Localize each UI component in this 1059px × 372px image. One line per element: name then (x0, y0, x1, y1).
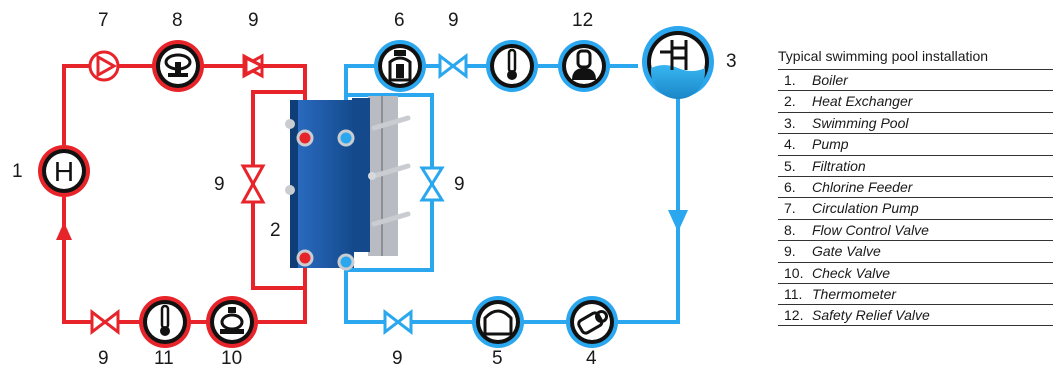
gate-valve-icon (438, 52, 468, 80)
circulation-pump-icon (88, 50, 120, 82)
legend-title: Typical swimming pool installation (778, 48, 989, 64)
legend-item-label: Filtration (812, 157, 866, 174)
legend-item-number: 12. (784, 307, 804, 324)
legend-item-label: Safety Relief Valve (812, 307, 930, 324)
pool-installation-diagram: H (12, 10, 737, 369)
hot-flow-arrow (56, 222, 72, 240)
legend-item-label: Circulation Pump (812, 200, 919, 217)
label-filtration: 5 (492, 348, 503, 369)
legend-list: 1. Boiler 2. Heat Exchanger 3. Swimming Poo… (778, 69, 1053, 326)
gate-valve-icon (90, 308, 120, 336)
check-valve-icon (206, 296, 258, 348)
legend-item: 11. Thermometer (778, 282, 1053, 304)
hx-hot-outlet (296, 249, 314, 267)
gate-valve-icon (383, 308, 413, 336)
legend-item-label: Heat Exchanger (812, 93, 913, 110)
legend-item-label: Pump (812, 136, 849, 153)
legend-item-label: Check Valve (812, 264, 891, 281)
label-chlorine-feeder: 6 (394, 10, 405, 31)
legend-item: 2. Heat Exchanger (778, 90, 1053, 111)
legend-item-number: 8. (784, 221, 796, 238)
safety-relief-valve-icon (558, 40, 610, 92)
legend-item: 3. Swimming Pool (778, 111, 1053, 133)
label-flow-control-valve: 8 (172, 10, 183, 31)
legend-item-number: 4. (784, 136, 796, 153)
label-heat-exchanger: 2 (270, 220, 281, 241)
legend-item-label: Swimming Pool (812, 114, 909, 131)
gate-valve-icon (240, 164, 266, 204)
gate-valve-icon (240, 53, 266, 79)
legend-item: 7. Circulation Pump (778, 197, 1053, 218)
label-safety-relief-valve: 12 (572, 10, 593, 31)
boiler-H-icon: H (38, 145, 90, 197)
gate-valve-icon (419, 166, 445, 202)
label-gate-valve-mid-red: 9 (214, 174, 225, 195)
hx-hot-inlet (296, 129, 314, 147)
legend-item: 12. Safety Relief Valve (778, 304, 1053, 326)
label-pump: 4 (586, 348, 597, 369)
thermometer-icon (139, 296, 191, 348)
label-gate-valve-mid-blue: 9 (454, 174, 465, 195)
legend-item: 1. Boiler (778, 69, 1053, 90)
legend-item-number: 10. (784, 264, 804, 281)
legend-item-number: 2. (784, 93, 796, 110)
label-boiler: 1 (12, 161, 23, 182)
label-gate-valve-top-red: 9 (248, 10, 259, 31)
legend-item-number: 1. (784, 72, 796, 88)
legend-item: 10. Check Valve (778, 261, 1053, 283)
legend-item-number: 6. (784, 178, 796, 195)
flow-control-valve-icon (152, 40, 204, 92)
legend-item-label: Gate Valve (812, 243, 881, 260)
legend-item-label: Thermometer (812, 285, 897, 302)
label-gate-valve-bottom-blue: 9 (392, 348, 403, 369)
legend-item-label: Flow Control Valve (812, 221, 929, 238)
swimming-pool-icon (642, 26, 714, 99)
legend-item-number: 11. (784, 285, 803, 302)
label-pool: 3 (726, 51, 737, 72)
hot-circuit-pipes (62, 64, 307, 324)
legend-item: 8. Flow Control Valve (778, 218, 1053, 240)
label-circulation-pump: 7 (98, 10, 109, 31)
legend-item: 5. Filtration (778, 154, 1053, 176)
legend-item-number: 7. (784, 200, 796, 217)
component-numbers: 1 2 3 4 5 6 7 8 9 9 9 9 9 9 11 10 12 (12, 10, 737, 369)
label-check-valve: 10 (221, 348, 242, 369)
legend-item: 6. Chlorine Feeder (778, 175, 1053, 197)
label-thermometer: 11 (154, 348, 174, 369)
legend-item: 4. Pump (778, 133, 1053, 154)
hx-cold-outlet (337, 129, 355, 147)
chlorine-feeder-icon (374, 40, 426, 92)
hot-pipe-bottom (62, 197, 307, 324)
svg-text:H: H (54, 156, 74, 187)
label-gate-valve-bottom-red: 9 (98, 348, 109, 369)
legend: Typical swimming pool installation 1. Boi… (778, 48, 1053, 326)
legend-item-label: Chlorine Feeder (812, 178, 913, 195)
legend-item-number: 5. (784, 157, 796, 174)
cold-flow-arrow (668, 210, 688, 232)
label-gate-valve-top-blue: 9 (448, 10, 459, 31)
thermometer-icon (486, 40, 538, 92)
legend-item-label: Boiler (812, 72, 848, 88)
legend-item-number: 9. (784, 243, 796, 260)
pump-icon (566, 296, 618, 348)
legend-item-number: 3. (784, 114, 796, 131)
filter-icon (472, 296, 524, 348)
heat-exchanger (285, 96, 411, 271)
legend-item: 9. Gate Valve (778, 240, 1053, 261)
hx-cold-inlet (337, 253, 355, 271)
